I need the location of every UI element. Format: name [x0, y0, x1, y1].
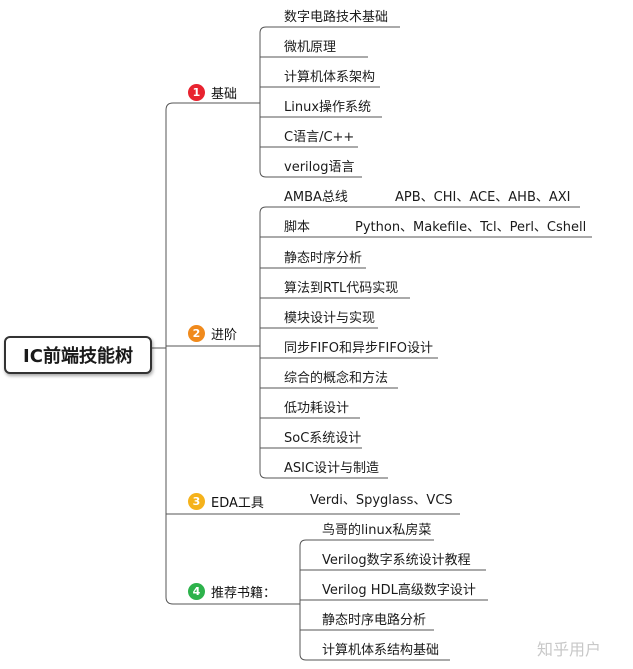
- leaf-item: 脚本: [284, 220, 311, 235]
- leaf-item: 计算机体系架构: [284, 70, 376, 85]
- category-detail: Verdi、Spyglass、VCS: [310, 493, 453, 508]
- category-advanced: 2 进阶: [188, 323, 237, 343]
- number-badge-icon: 4: [188, 582, 205, 600]
- leaf-item: 鸟哥的linux私房菜: [322, 523, 432, 538]
- category-label: 进阶: [211, 327, 238, 343]
- number-badge-icon: 2: [188, 324, 205, 342]
- category-label: EDA工具: [211, 495, 264, 511]
- category-eda-tools: 3 EDA工具: [188, 491, 264, 511]
- leaf-item: Verilog HDL高级数字设计: [322, 583, 476, 598]
- leaf-item: C语言/C++: [284, 130, 355, 145]
- leaf-item: 低功耗设计: [284, 401, 350, 416]
- category-label: 推荐书籍：: [211, 585, 277, 601]
- category-basics: 1 基础: [188, 82, 237, 102]
- leaf-item: SoC系统设计: [284, 431, 362, 446]
- leaf-item: 微机原理: [284, 40, 337, 55]
- category-books: 4 推荐书籍：: [188, 581, 276, 601]
- watermark: 知乎用户: [537, 640, 602, 659]
- leaf-item: 模块设计与实现: [284, 311, 376, 326]
- number-badge-icon: 3: [188, 492, 205, 510]
- trunk-connector: [165, 102, 174, 348]
- leaf-item: verilog语言: [284, 160, 355, 175]
- leaf-item: 静态时序电路分析: [322, 613, 427, 628]
- root-label: IC前端技能树: [23, 346, 133, 367]
- leaf-item: 综合的概念和方法: [284, 371, 389, 386]
- leaf-item: 计算机体系结构基础: [322, 643, 440, 658]
- leaf-item: Linux操作系统: [284, 100, 372, 115]
- branch-connector: [259, 206, 267, 346]
- branch-connector: [259, 26, 267, 103]
- branch-connector: [259, 346, 267, 479]
- number-badge-icon: 1: [188, 83, 205, 101]
- leaf-item: 数字电路技术基础: [284, 10, 389, 25]
- trunk-connector: [165, 348, 174, 605]
- leaf-item: 算法到RTL代码实现: [284, 281, 399, 296]
- leaf-item: ASIC设计与制造: [284, 461, 380, 476]
- branch-connector: [299, 604, 307, 661]
- leaf-item: 同步FIFO和异步FIFO设计: [284, 341, 434, 356]
- leaf-item: Verilog数字系统设计教程: [322, 553, 471, 568]
- leaf-detail: APB、CHI、ACE、AHB、AXI: [395, 190, 571, 205]
- category-label: 基础: [211, 86, 238, 102]
- leaf-item: 静态时序分析: [284, 251, 363, 266]
- leaf-detail: Python、Makefile、Tcl、Perl、Cshell: [355, 220, 587, 235]
- branch-connector: [259, 103, 267, 178]
- root-node: IC前端技能树: [4, 336, 152, 374]
- branch-connector: [299, 539, 307, 604]
- leaf-item: AMBA总线: [284, 190, 348, 205]
